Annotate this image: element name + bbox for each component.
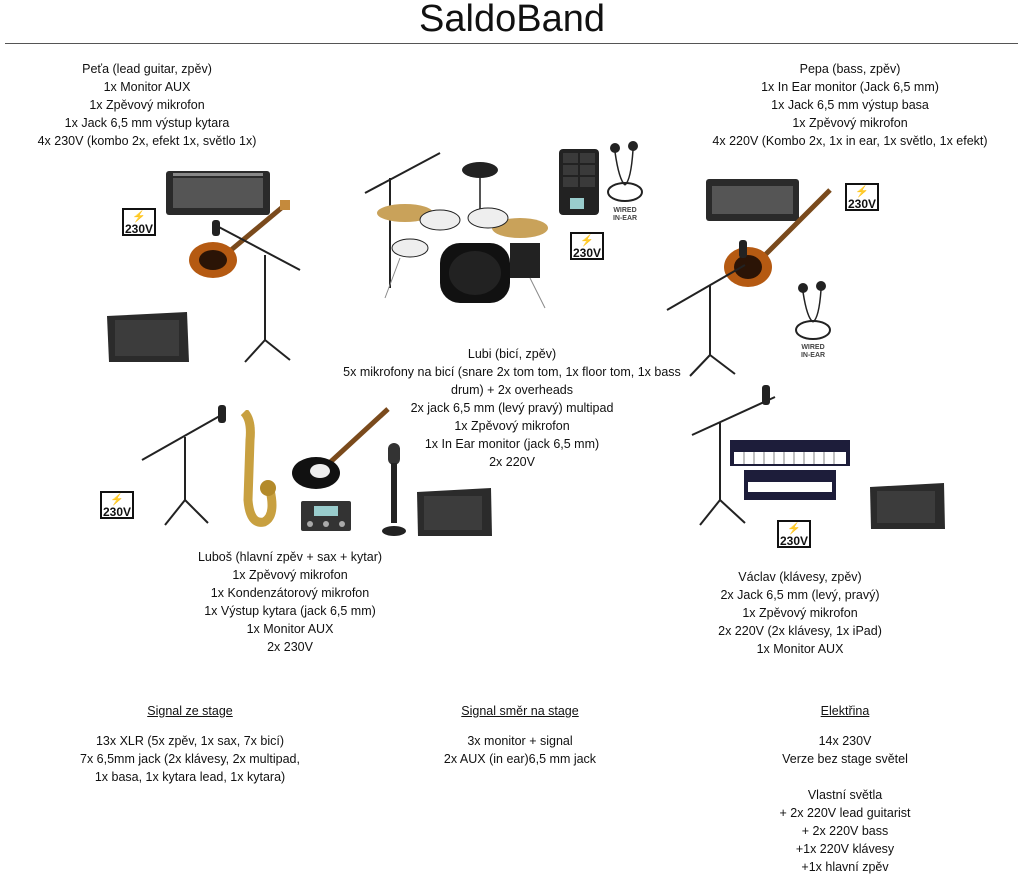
in-ear-monitor-icon <box>607 141 643 202</box>
lubi-name: Lubi (bicí, zpěv) <box>467 347 557 361</box>
title-divider <box>5 43 1018 44</box>
signal-from-stage: Signal ze stage 13x XLR (5x zpěv, 1x sax… <box>60 702 320 786</box>
bass-amp-icon <box>706 179 799 221</box>
power-label: 230V <box>847 197 877 211</box>
lubos-name: Luboš (hlavní zpěv + sax + kytar) <box>197 550 383 564</box>
in-ear-monitor-icon <box>795 281 831 340</box>
lightning-icon: ⚡ <box>132 211 146 223</box>
lights-line: +1x 220V klávesy <box>795 842 895 856</box>
lights-line: Vlastní světla <box>807 788 883 802</box>
lubi-line: 2x jack 6,5 mm (levý pravý) multipad <box>410 401 614 415</box>
drum-kit-icon <box>364 152 548 309</box>
keyboard-icon <box>730 440 850 500</box>
peta-line: 1x Jack 6,5 mm výstup kytara <box>64 116 230 130</box>
signal-line: 2x AUX (in ear)6,5 mm jack <box>443 752 597 766</box>
vaclav-line: 2x 220V (2x klávesy, 1x iPad) <box>718 624 882 638</box>
vaclav-line: 1x Monitor AUX <box>756 642 844 656</box>
signal-line: 13x XLR (5x zpěv, 1x sax, 7x bicí) <box>95 734 285 748</box>
power-badge: ⚡230V <box>845 183 879 211</box>
lightning-icon: ⚡ <box>855 186 869 198</box>
signal-line: 1x basa, 1x kytara lead, 1x kytara) <box>94 770 286 784</box>
signal-line: 7x 6,5mm jack (2x klávesy, 2x multipad, <box>80 752 300 766</box>
lubi-line: 2x 220V <box>489 455 535 469</box>
electricity: Elektřina 14x 230V Verze bez stage světe… <box>745 702 945 876</box>
mic-stand-icon <box>691 385 776 526</box>
pepa-line: 1x Jack 6,5 mm výstup basa <box>771 98 929 112</box>
electricity-line: Verze bez stage světel <box>782 752 908 766</box>
peta-line: 1x Monitor AUX <box>103 80 191 94</box>
in-ear-label-line: WIRED <box>801 344 825 351</box>
vaclav-name: Václav (klávesy, zpěv) <box>738 570 862 584</box>
power-badge: ⚡230V <box>122 208 156 236</box>
saxophone-icon <box>240 410 277 527</box>
lights-line: +1x hlavní zpěv <box>801 860 889 874</box>
lubi-info: Lubi (bicí, zpěv) 5x mikrofony na bicí (… <box>312 345 712 471</box>
vaclav-info: Václav (klávesy, zpěv) 2x Jack 6,5 mm (l… <box>700 568 900 658</box>
electric-guitar-icon <box>292 407 390 489</box>
peta-line: 1x Zpěvový mikrofon <box>89 98 205 112</box>
pepa-line: 1x Zpěvový mikrofon <box>792 116 908 130</box>
guitar-effect-pedal-icon <box>301 501 351 531</box>
power-label: 230V <box>102 505 132 519</box>
lights-line: + 2x 220V bass <box>801 824 889 838</box>
bass-guitar-icon <box>724 188 832 287</box>
electric-guitar-icon <box>189 200 290 278</box>
pepa-line: 1x In Ear monitor (Jack 6,5 mm) <box>761 80 939 94</box>
electricity-heading: Elektřina <box>820 704 870 718</box>
stage-monitor-icon <box>107 312 189 362</box>
power-badge: ⚡230V <box>570 232 604 260</box>
multipad-icon <box>559 149 599 215</box>
lubi-line: drum) + 2x overheads <box>451 383 573 397</box>
in-ear-label-line: WIRED <box>613 207 637 214</box>
lubos-info: Luboš (hlavní zpěv + sax + kytar) 1x Zpě… <box>180 548 400 656</box>
signal-to-stage: Signal směr na stage 3x monitor + signal… <box>420 702 620 768</box>
lights-line: + 2x 220V lead guitarist <box>779 806 911 820</box>
power-badge: ⚡230V <box>777 520 811 548</box>
lubi-line: 1x In Ear monitor (jack 6,5 mm) <box>424 437 600 451</box>
peta-name: Peťa (lead guitar, zpěv) <box>82 62 212 76</box>
lubos-line: 2x 230V <box>267 640 313 654</box>
spacer <box>745 768 945 786</box>
peta-line: 4x 230V (kombo 2x, efekt 1x, světlo 1x) <box>37 134 257 148</box>
signal-from-stage-heading: Signal ze stage <box>147 704 233 718</box>
power-label: 230V <box>779 534 809 548</box>
power-label: 230V <box>124 222 154 236</box>
vaclav-line: 1x Zpěvový mikrofon <box>742 606 858 620</box>
mic-stand-icon <box>141 405 226 526</box>
power-badge: ⚡230V <box>100 491 134 519</box>
peta-info: Peťa (lead guitar, zpěv) 1x Monitor AUX … <box>27 60 267 150</box>
in-ear-label-line: IN-EAR <box>800 352 826 359</box>
lightning-icon: ⚡ <box>580 235 594 247</box>
signal-line: 3x monitor + signal <box>467 734 573 748</box>
vaclav-line: 2x Jack 6,5 mm (levý, pravý) <box>720 588 880 602</box>
stage-monitor-icon <box>870 483 945 529</box>
lubos-line: 1x Kondenzátorový mikrofon <box>210 586 370 600</box>
pepa-info: Pepa (bass, zpěv) 1x In Ear monitor (Jac… <box>700 60 1000 150</box>
mic-stand-icon <box>666 240 747 377</box>
lubi-line: 1x Zpěvový mikrofon <box>454 419 570 433</box>
pepa-name: Pepa (bass, zpěv) <box>799 62 901 76</box>
lubi-line: 5x mikrofony na bicí (snare 2x tom tom, … <box>343 365 681 379</box>
stage-monitor-icon <box>417 488 492 536</box>
lubos-line: 1x Zpěvový mikrofon <box>232 568 348 582</box>
signal-to-stage-heading: Signal směr na stage <box>461 704 579 718</box>
lubos-line: 1x Výstup kytara (jack 6,5 mm) <box>204 604 376 618</box>
power-label: 230V <box>572 246 602 260</box>
guitar-amp-icon <box>166 171 270 215</box>
lubos-line: 1x Monitor AUX <box>246 622 334 636</box>
vocal-mic-stand-icon <box>382 443 406 536</box>
pepa-line: 4x 220V (Kombo 2x, 1x in ear, 1x světlo,… <box>712 134 988 148</box>
electricity-line: 14x 230V <box>818 734 872 748</box>
lightning-icon: ⚡ <box>787 523 801 535</box>
lightning-icon: ⚡ <box>110 494 124 506</box>
page-title: SaldoBand <box>419 0 605 40</box>
mic-stand-icon <box>212 220 301 363</box>
in-ear-label-line: IN-EAR <box>612 215 638 222</box>
